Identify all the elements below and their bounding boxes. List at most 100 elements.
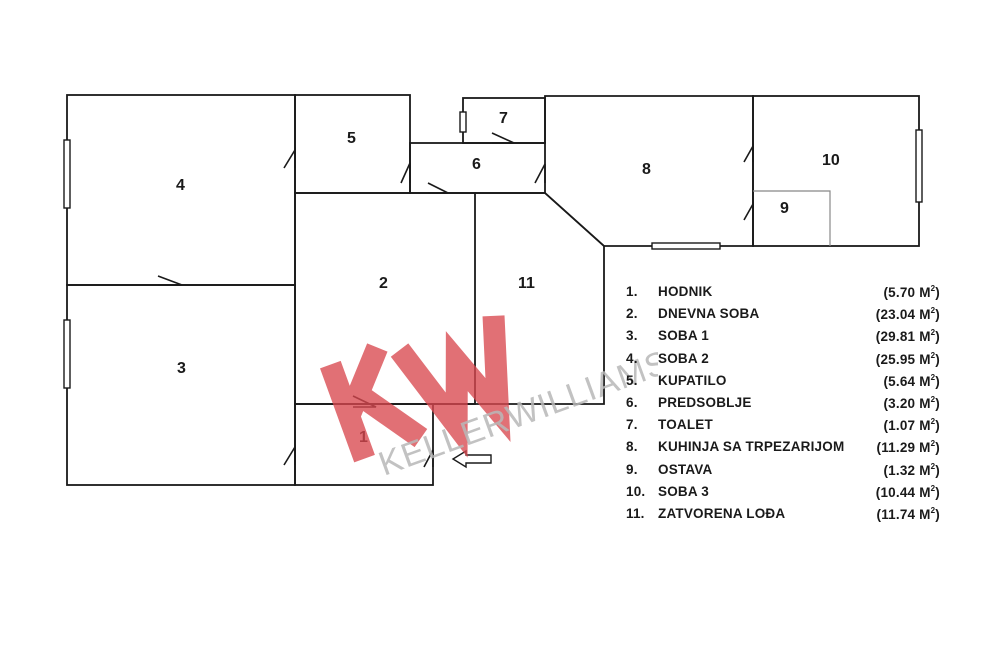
legend-area-unit-exponent: 2 <box>930 394 936 404</box>
legend-index: 9. <box>626 461 638 477</box>
room-label-1: 1 <box>359 429 368 446</box>
legend-room-area: (10.44 M2) <box>876 484 940 500</box>
legend-room-area: (11.74 M2) <box>877 506 941 522</box>
legend-room-name: TOALET <box>658 417 713 433</box>
window-room-4 <box>63 139 71 209</box>
room-9-outline <box>753 190 831 246</box>
legend-room-area: (25.95 M2) <box>876 351 940 367</box>
legend-area-close: ) <box>935 440 940 456</box>
legend-room-name: SOBA 3 <box>658 483 709 499</box>
legend-area-value: (23.04 M <box>875 307 931 323</box>
legend-row: 5. KUPATILO (5.64 M2) <box>626 371 946 393</box>
door-room-9 <box>743 200 754 221</box>
legend-area-value: (10.44 M <box>875 484 931 500</box>
door-room-8 <box>534 163 546 184</box>
door-room-10-upper <box>743 142 754 163</box>
legend-row: 9. OSTAVA (1.32 M2) <box>626 460 946 482</box>
legend-area-value: (11.74 M <box>876 506 931 522</box>
room-label-9: 9 <box>780 200 789 217</box>
legend-area-unit-exponent: 2 <box>930 505 936 515</box>
room-label-7: 7 <box>499 110 508 127</box>
legend-area-unit-exponent: 2 <box>930 417 936 427</box>
legend-room-name: DNEVNA SOBA <box>658 306 760 322</box>
legend-room-name: HODNIK <box>658 284 713 299</box>
legend-area-unit-exponent: 2 <box>930 461 936 471</box>
window-room-10 <box>915 129 923 203</box>
window-room-3 <box>63 319 71 389</box>
legend-room-name: KUPATILO <box>658 372 727 388</box>
legend-row: 8. KUHINJA SA TRPEZARIJOM (11.29 M2) <box>626 437 946 459</box>
legend-area-unit-exponent: 2 <box>930 328 936 338</box>
legend-area-close: ) <box>935 484 940 500</box>
room-label-6: 6 <box>472 156 481 173</box>
window-room-8 <box>651 242 721 250</box>
legend-room-area: (1.07 M2) <box>883 417 940 433</box>
entrance-arrow-icon <box>451 449 492 469</box>
door-room-3 <box>283 444 296 466</box>
legend-area-value: (5.64 M <box>883 373 931 389</box>
legend-room-area: (11.29 M2) <box>877 439 941 455</box>
legend-area-unit-exponent: 2 <box>930 284 936 293</box>
door-room-7 <box>491 132 515 144</box>
legend-room-area: (23.04 M2) <box>876 306 940 322</box>
legend-area-close: ) <box>935 373 940 389</box>
legend-area-value: (11.29 M <box>876 440 931 456</box>
legend-area-value: (25.95 M <box>875 351 931 367</box>
legend-index: 4. <box>626 350 638 366</box>
room-label-8: 8 <box>642 161 651 178</box>
legend-index: 6. <box>626 394 638 410</box>
legend-area-unit-exponent: 2 <box>930 306 936 316</box>
room-11-outline <box>433 192 605 405</box>
legend-area-close: ) <box>935 329 940 345</box>
legend-area-unit-exponent: 2 <box>930 350 936 360</box>
legend-room-area: (29.81 M2) <box>876 328 940 344</box>
room-label-4: 4 <box>176 177 185 194</box>
windows <box>63 111 923 389</box>
legend-row: 3. SOBA 1 (29.81 M2) <box>626 326 946 348</box>
room-3-outline <box>66 284 296 486</box>
legend-row: 1.HODNIK(5.70 M2) <box>626 282 946 304</box>
legend-area-value: (1.07 M <box>883 418 931 434</box>
legend-area-close: ) <box>935 285 940 300</box>
room-label-2: 2 <box>379 275 388 292</box>
legend-area-close: ) <box>935 307 940 323</box>
legend-index: 7. <box>626 417 638 433</box>
legend-row: 2. DNEVNA SOBA (23.04 M2) <box>626 304 946 326</box>
door-room-5 <box>283 147 296 169</box>
legend-index: 5. <box>626 372 638 388</box>
legend-area-close: ) <box>935 395 940 411</box>
legend-area-close: ) <box>935 462 940 478</box>
room-label-11: 11 <box>518 275 535 292</box>
door-entrance <box>423 449 434 468</box>
legend-room-name: OSTAVA <box>658 461 713 477</box>
legend-area-close: ) <box>935 351 940 367</box>
door-room-1 <box>352 395 377 408</box>
legend-room-name: SOBA 2 <box>658 350 709 366</box>
legend-room-area: (5.70 M2) <box>883 284 940 300</box>
legend-area-unit-exponent: 2 <box>930 372 936 382</box>
legend-room-name: PREDSOBLJE <box>658 394 752 410</box>
legend-room-area: (5.64 M2) <box>883 373 940 389</box>
legend-room-name: ZATVORENA LOĐA <box>658 505 786 521</box>
legend-index: 8. <box>626 439 638 455</box>
legend-room-name: KUHINJA SA TRPEZARIJOM <box>658 439 845 455</box>
legend-area-unit-exponent: 2 <box>930 439 936 449</box>
legend-row: 10. SOBA 3 (10.44 M2) <box>626 482 946 504</box>
legend-row: 6. PREDSOBLJE (3.20 M2) <box>626 393 946 415</box>
legend-room-area: (3.20 M2) <box>883 395 940 411</box>
room-label-5: 5 <box>347 130 356 147</box>
room-legend: 1.HODNIK(5.70 M2)2.DNEVNA SOBA(23.04 M2)… <box>626 282 946 526</box>
room-label-3: 3 <box>177 360 186 377</box>
door-room-4 <box>157 275 183 286</box>
legend-area-close: ) <box>935 506 940 522</box>
window-room-7 <box>459 111 467 133</box>
legend-index: 10. <box>626 483 646 499</box>
legend-index: 2. <box>626 306 638 322</box>
legend-room-name: SOBA 1 <box>658 328 709 344</box>
legend-area-unit-exponent: 2 <box>930 483 936 493</box>
legend-area-value: (1.32 M <box>883 462 931 478</box>
room-label-10: 10 <box>822 152 840 169</box>
room-10-outline <box>752 95 920 247</box>
legend-index: 3. <box>626 328 638 344</box>
legend-area-value: (5.70 M <box>883 285 931 300</box>
